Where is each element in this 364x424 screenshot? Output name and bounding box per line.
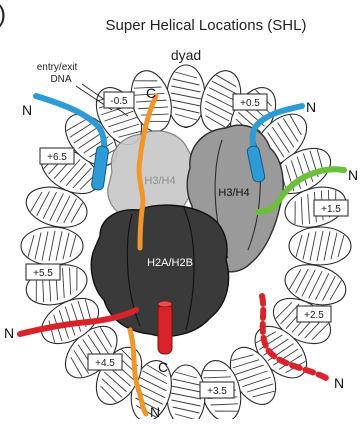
svg-text:+1.5: +1.5 [321, 204, 341, 215]
shl-label-p1-5: +1.5 [314, 200, 348, 216]
shl-label-p5-5: +5.5 [26, 264, 60, 280]
svg-text:+3.5: +3.5 [207, 386, 227, 397]
dna-turn [167, 365, 205, 419]
svg-text:+6.5: +6.5 [47, 152, 67, 163]
h3h4-front-label: H3/H4 [218, 187, 249, 199]
shl-label-p4-5: +4.5 [88, 354, 122, 370]
dyad-label: dyad [171, 47, 201, 63]
h2a-helix-cylinder [158, 301, 172, 354]
svg-text:+5.5: +5.5 [33, 268, 53, 279]
terminus-c-bottom: C [158, 359, 168, 375]
entry-exit-label-1: entry/exit [37, 62, 78, 73]
terminus-n-left-bottom: N [4, 325, 14, 341]
terminus-n-right-top: N [306, 99, 316, 115]
figure-title: Super Helical Locations (SHL) [106, 17, 307, 34]
svg-text:-0.5: -0.5 [110, 96, 128, 107]
h2ah2b-label: H2A/H2B [147, 257, 193, 269]
svg-text:+4.5: +4.5 [95, 358, 115, 369]
terminus-n-right-bottom: N [334, 375, 344, 391]
terminus-c-top: C [146, 85, 156, 101]
terminus-n-left-top: N [22, 102, 32, 118]
svg-text:+0.5: +0.5 [240, 98, 260, 109]
h3h4-back-label: H3/H4 [144, 175, 175, 187]
dna-turn [289, 227, 351, 265]
shl-label-m0-5: -0.5 [104, 92, 134, 108]
entry-exit-label-2: DNA [50, 74, 71, 85]
shl-label-p2-5: +2.5 [297, 306, 331, 322]
svg-text:+2.5: +2.5 [304, 310, 324, 321]
panel-letter: ) [0, 1, 6, 28]
terminus-n-bottom: N [150, 404, 160, 419]
shl-label-p0-5: +0.5 [233, 94, 267, 110]
shl-label-p3-5: +3.5 [200, 382, 234, 398]
terminus-n-right-green: N [348, 167, 358, 183]
dna-turn [21, 227, 83, 265]
dna-turn [167, 65, 205, 127]
shl-label-p6-5: +6.5 [40, 148, 74, 164]
